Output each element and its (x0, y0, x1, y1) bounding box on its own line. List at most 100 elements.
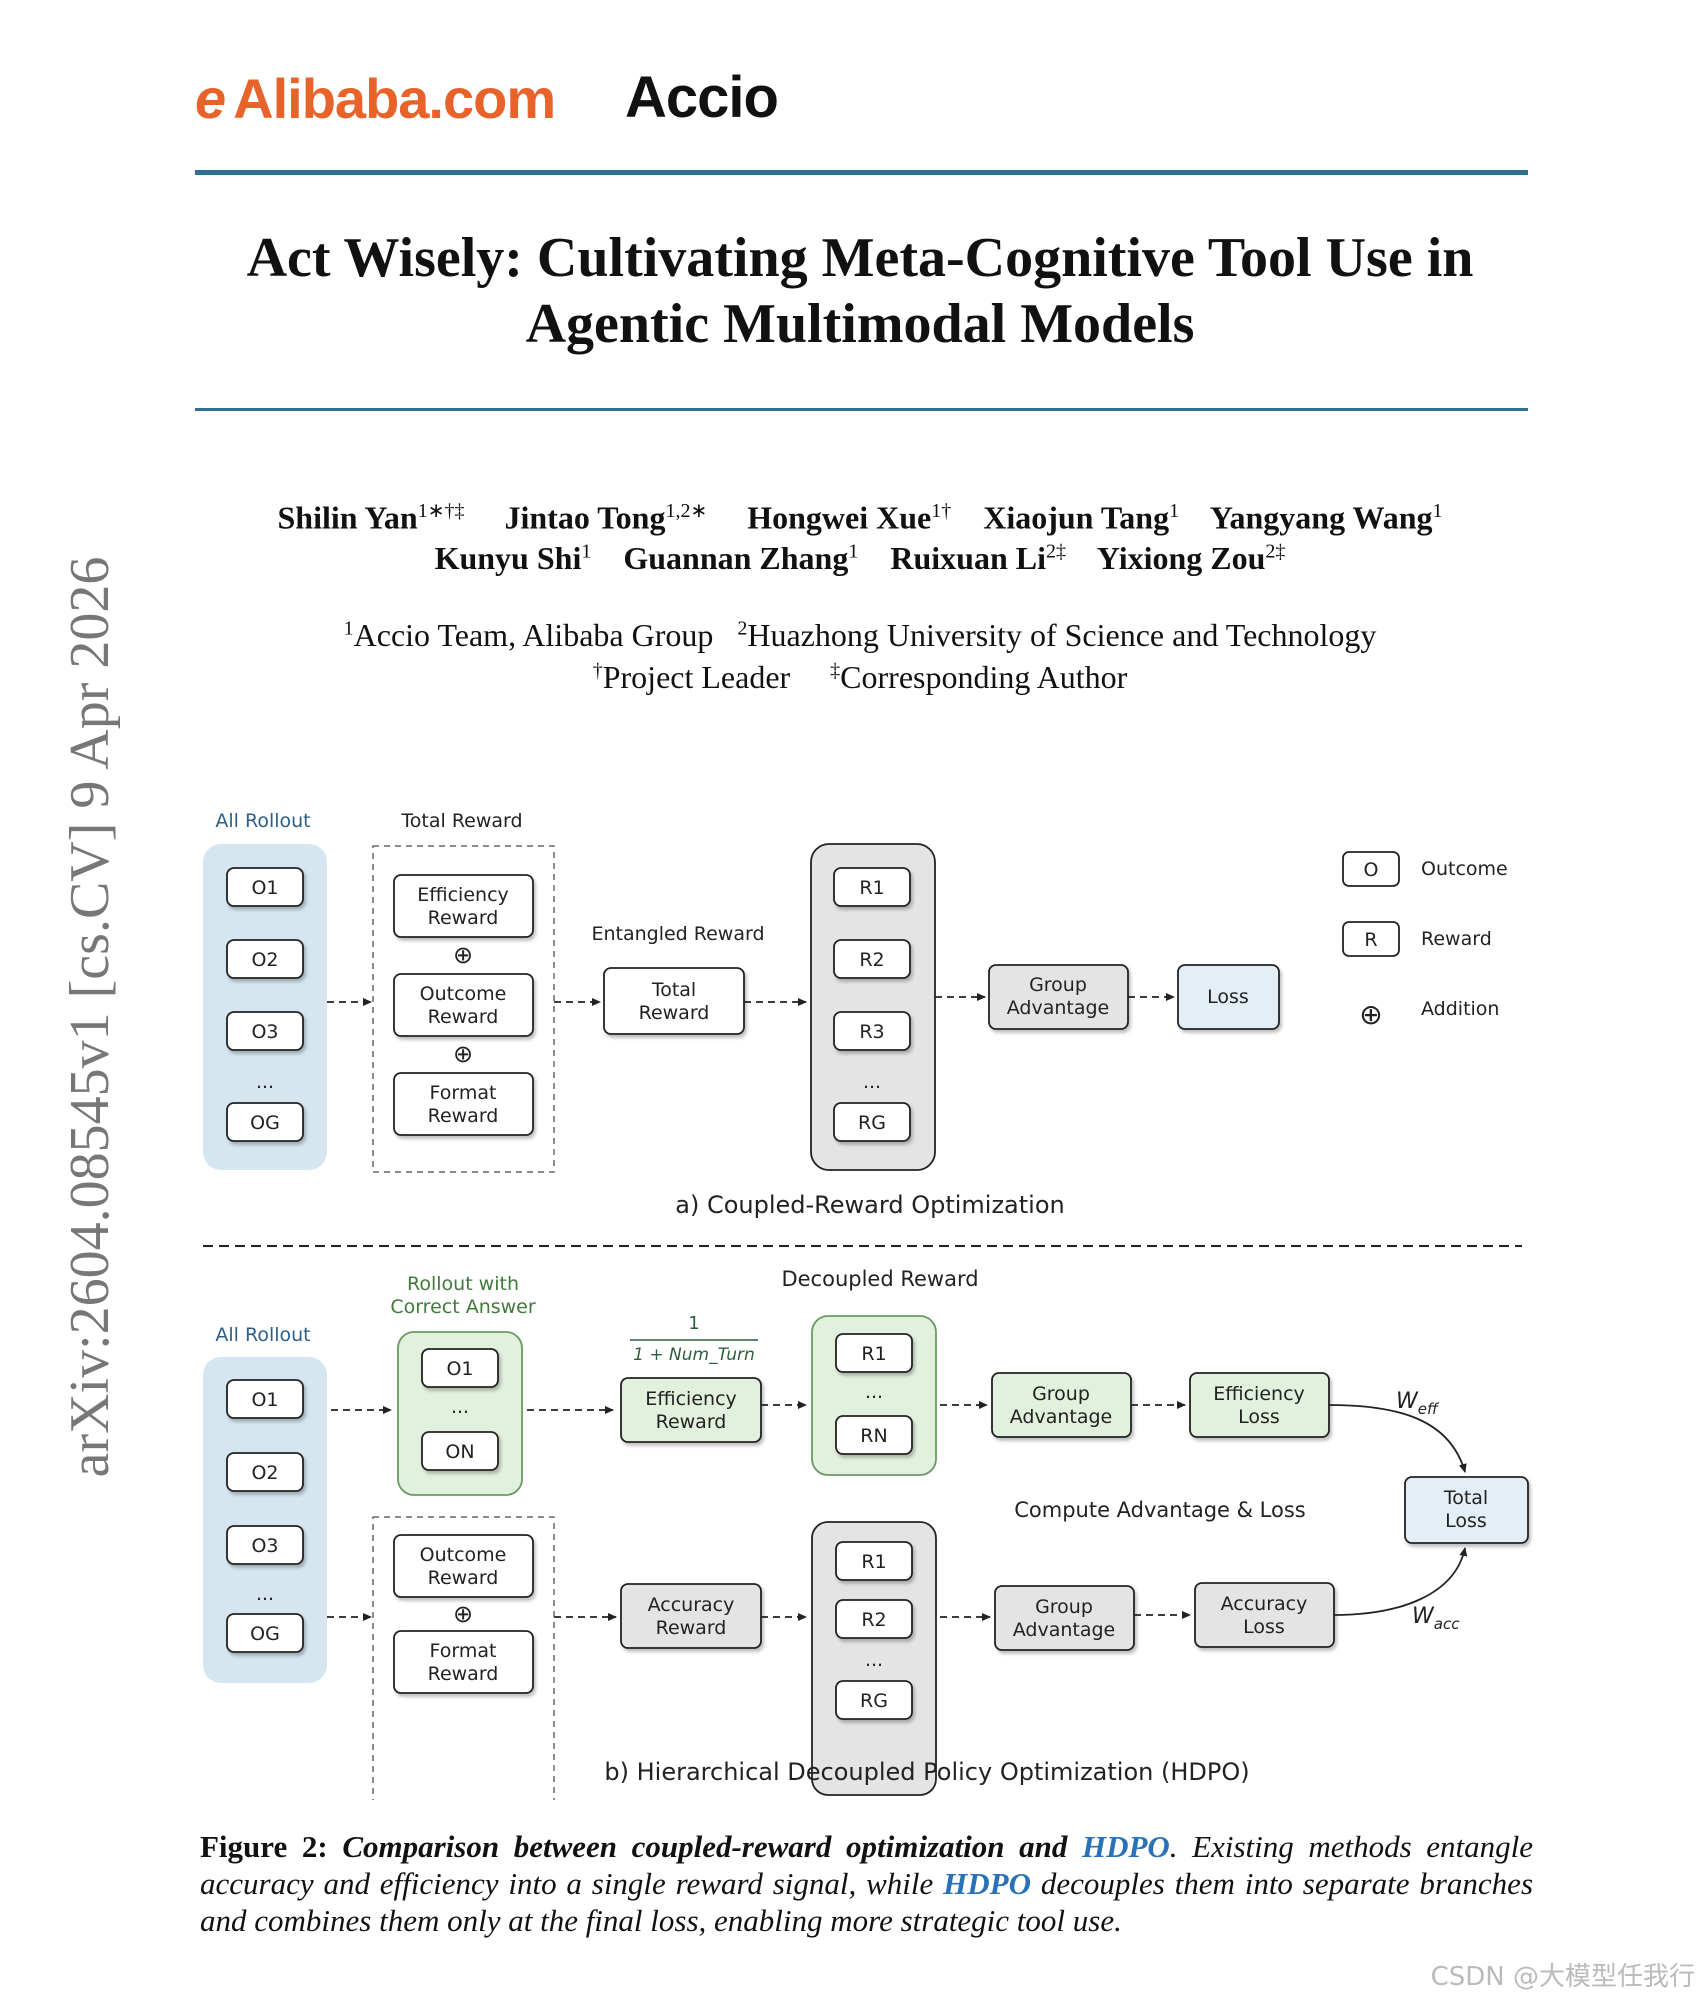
top-rule (195, 170, 1528, 175)
author-line-1: Shilin Yan1∗†‡ Jintao Tong1,2∗ Hongwei X… (180, 498, 1540, 537)
fraction-numerator: 1 (688, 1313, 699, 1334)
box-label: Outcome (420, 983, 507, 1005)
outcome-box (421, 1348, 499, 1388)
w-acc-symbol: W (1412, 1604, 1435, 1629)
efficiency-reward-box (393, 874, 534, 938)
w-acc-subscript: acc (1434, 1615, 1460, 1633)
affiliation: Corresponding Author (840, 659, 1128, 695)
outcome-box (226, 867, 304, 907)
b-outcome-reward-box (393, 1534, 534, 1598)
legend: O Outcome R Reward ⊕ Addition (1342, 851, 1508, 1031)
box-label: Loss (1238, 1406, 1280, 1428)
author-name: Yangyang Wang (1209, 499, 1433, 536)
affiliation: Huazhong University of Science and Techn… (747, 617, 1377, 653)
a-loss-box (1177, 964, 1280, 1030)
affiliation: Project Leader (602, 659, 791, 695)
decoupled-reward-label: Decoupled Reward (781, 1267, 978, 1291)
author-name: Jintao Tong (504, 499, 666, 536)
box-label: Group (1035, 1596, 1093, 1618)
figure-caption: Figure 2: Comparison between coupled-rew… (200, 1828, 1533, 1939)
legend-swatch (1342, 921, 1400, 957)
accio-logo: Accio (625, 65, 779, 130)
reward-box (833, 1011, 911, 1051)
caption-text: decouples them into separate branches an… (200, 1866, 1534, 1938)
caption-hdpo-link[interactable]: HDPO (1081, 1829, 1170, 1864)
outcome-reward-box (393, 973, 534, 1037)
box-label: Reward (656, 1411, 727, 1433)
outcome-box (226, 939, 304, 979)
box-label: Efficiency (1213, 1383, 1305, 1405)
author-line-2: Kunyu Shi1 Guannan Zhang1 Ruixuan Li2‡ Y… (180, 540, 1540, 577)
title-line-2: Agentic Multimodal Models (525, 293, 1195, 355)
outcome-label: O1 (446, 1358, 473, 1380)
author-name: Guannan Zhang (623, 540, 849, 576)
outcome-label: O3 (251, 1021, 278, 1043)
accuracy-group (372, 1516, 555, 1800)
box-label: Format (430, 1082, 497, 1104)
reward-box (833, 867, 911, 907)
box-label: Loss (1445, 1510, 1487, 1532)
ellipsis: ... (865, 1649, 883, 1671)
outcome-label: O1 (251, 877, 278, 899)
box-label: Outcome (420, 1544, 507, 1566)
ellipsis: ... (865, 1381, 883, 1403)
author-sup: 1∗†‡ (417, 500, 465, 522)
reward-box (835, 1333, 913, 1373)
reward-box (833, 1102, 911, 1142)
box-label: Total (1443, 1487, 1488, 1509)
box-label: Loss (1207, 986, 1249, 1008)
a-outcome-boxes: O1 O2 O3 ... OG (226, 867, 304, 1142)
box-label: Reward (428, 1567, 499, 1589)
author-name: Shilin Yan (277, 499, 418, 536)
reward-box (835, 1599, 913, 1639)
outcome-box (421, 1431, 499, 1471)
box-label: Reward (656, 1617, 727, 1639)
ellipsis: ... (256, 1071, 274, 1093)
reward-label: R1 (861, 1551, 886, 1573)
box-label: Reward (428, 1663, 499, 1685)
author-name: Hongwei Xue (747, 499, 932, 536)
legend-swatch (1342, 851, 1400, 887)
reward-label: R3 (859, 1021, 884, 1043)
outcome-box (226, 1011, 304, 1051)
outcome-label: O2 (251, 1462, 278, 1484)
reward-box (835, 1680, 913, 1720)
rollout-correct-label: Rollout with (407, 1273, 519, 1295)
affil-sup: 2 (737, 617, 748, 640)
author-sup: 1,2∗ (665, 500, 708, 522)
caption-hdpo-link[interactable]: HDPO (943, 1866, 1031, 1901)
box-label: Group (1032, 1383, 1090, 1405)
reward-label: R1 (861, 1343, 886, 1365)
reward-label: R1 (859, 877, 884, 899)
box-label: Reward (428, 1105, 499, 1127)
fraction-denominator: 1 + Num_Turn (633, 1345, 755, 1365)
a-caption: a) Coupled-Reward Optimization (675, 1191, 1064, 1219)
paper-title: Act Wisely: Cultivating Meta-Cognitive T… (180, 225, 1540, 357)
legend-symbol: R (1364, 929, 1377, 951)
affiliation-line-2: †Project Leader ‡Corresponding Author (180, 659, 1540, 696)
entangled-reward-label: Entangled Reward (591, 923, 764, 945)
outcome-label: O1 (251, 1389, 278, 1411)
reward-label: RG (858, 1112, 886, 1134)
reward-box (835, 1415, 913, 1455)
box-label: Loss (1243, 1616, 1285, 1638)
box-label: Advantage (1007, 997, 1110, 1019)
box-label: Efficiency (417, 884, 509, 906)
plus-icon: ⊕ (453, 941, 473, 969)
a-all-rollout-panel (203, 844, 327, 1170)
reward-box (835, 1541, 913, 1581)
rollout-correct-label: Correct Answer (390, 1296, 536, 1318)
box-label: Format (430, 1640, 497, 1662)
plus-icon: ⊕ (453, 1600, 473, 1628)
ellipsis: ... (863, 1071, 881, 1093)
outcome-label: OG (250, 1112, 280, 1134)
b-all-rollout-label: All Rollout (215, 1324, 310, 1346)
format-reward-box (393, 1072, 534, 1136)
author-name: Yixiong Zou (1096, 540, 1266, 576)
b-format-reward-box (393, 1630, 534, 1694)
b-all-rollout-panel (203, 1357, 327, 1683)
b-caption: b) Hierarchical Decoupled Policy Optimiz… (604, 1758, 1249, 1786)
accuracy-reward-box (620, 1583, 762, 1649)
affiliation: Accio Team, Alibaba Group (353, 617, 714, 653)
